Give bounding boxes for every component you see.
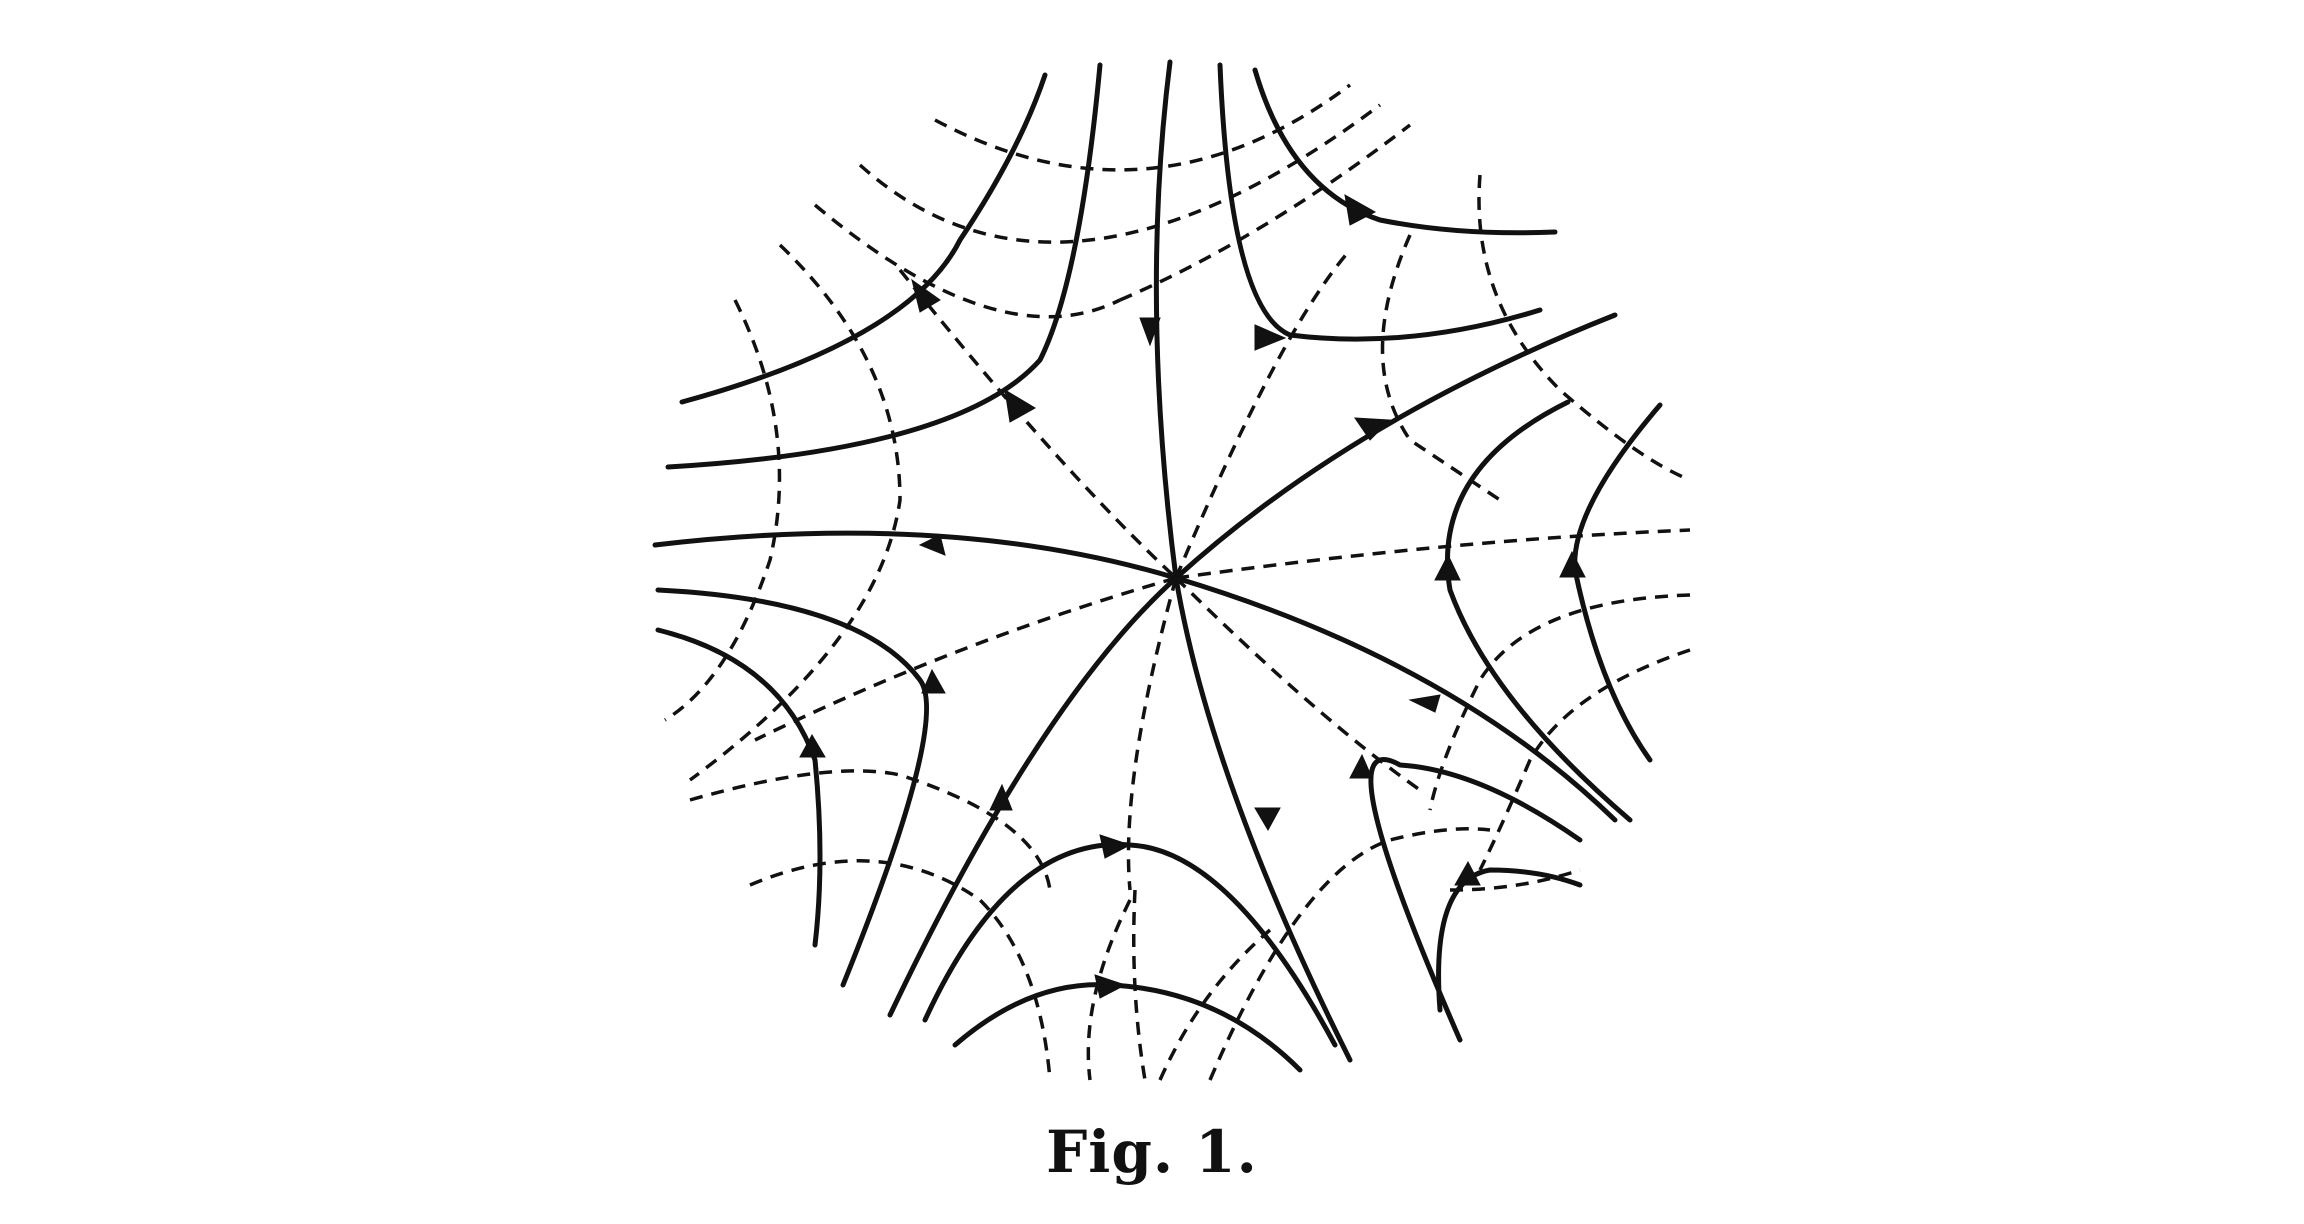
solid-curve — [1368, 757, 1583, 1043]
dashed-curve — [664, 299, 782, 722]
dashed-curve — [749, 859, 1052, 1081]
arrowhead — [1454, 860, 1481, 886]
dashed-curve — [1119, 123, 1412, 302]
arrowhead — [918, 534, 946, 556]
arrowhead — [799, 733, 826, 758]
solid-curve — [1252, 67, 1558, 236]
caption-label: Fig. — [1046, 1118, 1175, 1186]
caption-number: 1. — [1195, 1118, 1258, 1186]
arrowhead — [1099, 834, 1132, 859]
dashed-curve — [1477, 174, 1691, 482]
dashed-curve — [858, 103, 1382, 244]
dashed-curve — [898, 268, 1178, 580]
solid-curves — [652, 59, 1663, 1073]
solid-curve — [652, 530, 1179, 581]
dashed-curve — [1174, 248, 1352, 579]
dashed-curve — [1158, 928, 1272, 1081]
arrowhead — [1559, 550, 1586, 578]
dashed-curve — [689, 769, 1052, 891]
solid-curve — [1436, 867, 1583, 1013]
solid-curve — [655, 627, 823, 948]
dashed-curve — [1175, 528, 1691, 580]
arrowhead — [1408, 694, 1441, 713]
arrowheads — [799, 194, 1586, 999]
arrowhead — [1344, 194, 1377, 226]
solid-curve — [665, 62, 1103, 470]
solid-curve — [1217, 62, 1543, 342]
arrowhead — [1254, 324, 1287, 351]
dashed-curve — [1478, 648, 1691, 871]
solid-curve — [679, 72, 1048, 405]
solid-curve — [922, 841, 1338, 1048]
dashed-curve — [1086, 899, 1132, 1081]
dashed-curve — [934, 83, 1352, 172]
figure-caption: Fig. 1. — [0, 1118, 2304, 1186]
solid-curve — [655, 587, 930, 988]
arrowhead — [1354, 417, 1392, 441]
arrowhead — [1094, 974, 1127, 999]
dashed-curve — [1380, 234, 1501, 502]
arrowhead — [1434, 553, 1461, 581]
solid-curve — [1153, 59, 1179, 581]
arrowhead — [911, 278, 941, 313]
dashed-curve — [1126, 577, 1178, 891]
dashed-curve — [1174, 576, 1422, 792]
solid-curve — [1572, 402, 1663, 763]
dashed-curve — [1449, 868, 1581, 892]
solid-curve — [1173, 575, 1353, 1063]
dashed-curve — [1208, 827, 1491, 1081]
solid-curve — [1444, 399, 1633, 823]
solid-curve — [1173, 575, 1618, 823]
arrowhead — [921, 668, 946, 694]
arrowhead — [1004, 389, 1036, 423]
arrowhead — [1254, 807, 1281, 832]
arrowhead — [1349, 753, 1373, 779]
arrowhead — [989, 783, 1013, 811]
dashed-curve — [688, 243, 902, 782]
dashed-curve — [754, 576, 1177, 742]
solid-curve — [887, 575, 1179, 1018]
arrowhead — [1139, 317, 1161, 347]
